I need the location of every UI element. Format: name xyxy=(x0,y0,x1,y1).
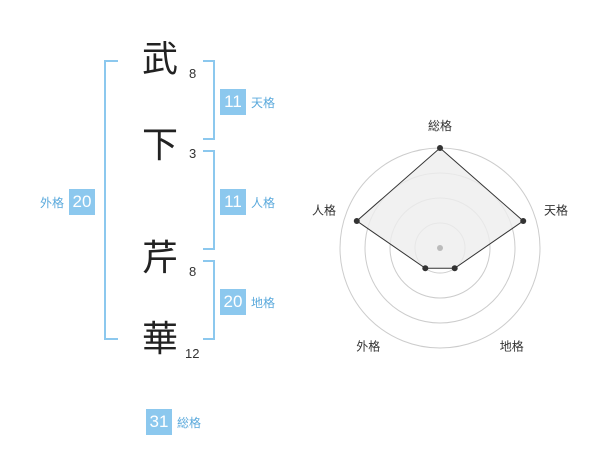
chikaku-badge: 20 地格 xyxy=(220,289,275,315)
radar-point-2 xyxy=(520,217,527,224)
name-char-4: 華 xyxy=(141,319,178,360)
stroke-count-3: 8 xyxy=(189,264,197,279)
gaikaku-value: 20 xyxy=(69,189,96,215)
tenkaku-bracket xyxy=(203,60,215,140)
gaikaku-badge: 外格 20 xyxy=(40,189,96,215)
radar-axis-label-4: 外格 xyxy=(356,339,380,354)
name-char-2: 下 xyxy=(141,125,178,166)
radar-series-area xyxy=(355,147,525,269)
radar-axis-label-2: 天格 xyxy=(544,202,568,217)
soukaku-value: 31 xyxy=(146,409,172,435)
soukaku-label: 総格 xyxy=(177,415,202,430)
stroke-count-4: 12 xyxy=(185,346,200,361)
tenkaku-label: 天格 xyxy=(251,95,276,110)
chikaku-label: 地格 xyxy=(251,295,276,310)
name-char-1: 武 xyxy=(141,39,178,80)
tenkaku-badge: 11 天格 xyxy=(220,89,275,115)
radar-center-dot xyxy=(437,245,443,251)
jinkaku-value: 11 xyxy=(220,189,246,215)
tenkaku-value: 11 xyxy=(220,89,246,115)
stroke-count-2: 3 xyxy=(189,146,197,161)
radar-point-1 xyxy=(437,145,443,151)
gaikaku-bracket xyxy=(104,60,118,340)
soukaku-badge: 31 総格 xyxy=(146,409,201,435)
chikaku-value: 20 xyxy=(220,289,246,315)
radar-point-5 xyxy=(353,217,360,224)
jinkaku-bracket xyxy=(203,150,215,250)
jinkaku-badge: 11 人格 xyxy=(220,189,275,215)
radar-axis-label-1: 総格 xyxy=(428,118,452,133)
chikaku-bracket xyxy=(203,260,215,340)
radar-point-4 xyxy=(422,265,429,272)
stroke-count-1: 8 xyxy=(189,66,197,81)
radar-point-3 xyxy=(451,265,458,272)
gaikaku-label: 外格 xyxy=(40,195,65,210)
radar-axis-label-3: 地格 xyxy=(500,339,524,354)
radar-axis-label-5: 人格 xyxy=(312,202,336,217)
jinkaku-label: 人格 xyxy=(251,195,276,210)
name-char-3: 芹 xyxy=(141,238,178,279)
